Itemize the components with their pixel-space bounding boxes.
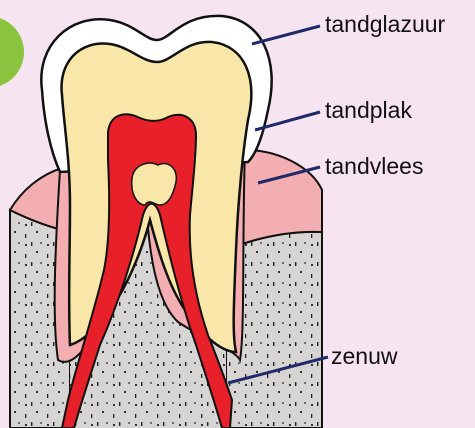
- label-tandplak: tandplak: [325, 99, 412, 122]
- green-badge: [0, 16, 24, 88]
- label-zenuw: zenuw: [331, 345, 397, 368]
- leader-enamel: [252, 26, 320, 44]
- label-tandglazuur: tandglazuur: [325, 13, 445, 36]
- label-tandvlees: tandvlees: [325, 155, 423, 178]
- pulp-chamber: [132, 163, 177, 205]
